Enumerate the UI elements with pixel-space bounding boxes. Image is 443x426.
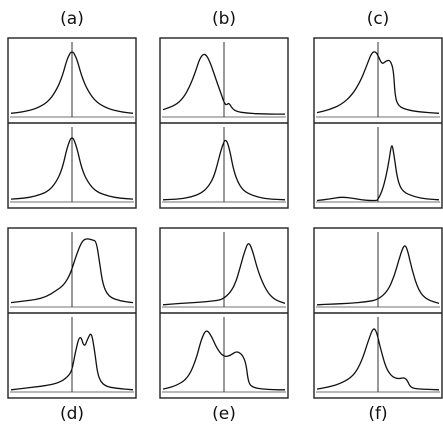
- panel-group-5: (e): [159, 227, 289, 424]
- spectrum-curve: [10, 333, 134, 391]
- panel-group-2: (b): [159, 9, 289, 209]
- spectrum-curve: [10, 137, 134, 200]
- spectrum-curve: [162, 243, 286, 306]
- panel-label: (a): [60, 9, 84, 29]
- panel-label: (f): [368, 404, 387, 424]
- panel-label: (d): [60, 404, 84, 424]
- panel-label: (c): [367, 9, 390, 29]
- panel-group-6: (f): [313, 227, 443, 424]
- spectrum-curve: [316, 145, 440, 202]
- panel-label: (b): [212, 9, 236, 29]
- spectrum-curve: [162, 330, 285, 391]
- spectrum-curve: [316, 51, 440, 114]
- spectrum-curve: [316, 328, 440, 391]
- panel-group-4: (d): [7, 227, 137, 424]
- spectrum-curve: [162, 139, 286, 201]
- spectrum-curve: [162, 53, 285, 115]
- panel-group-3: (c): [313, 9, 443, 209]
- spectrum-curve: [10, 51, 134, 114]
- panel-label: (e): [212, 404, 236, 424]
- spectrum-curve: [10, 238, 134, 304]
- panel-group-1: (a): [7, 9, 137, 209]
- spectrum-curve: [316, 245, 440, 306]
